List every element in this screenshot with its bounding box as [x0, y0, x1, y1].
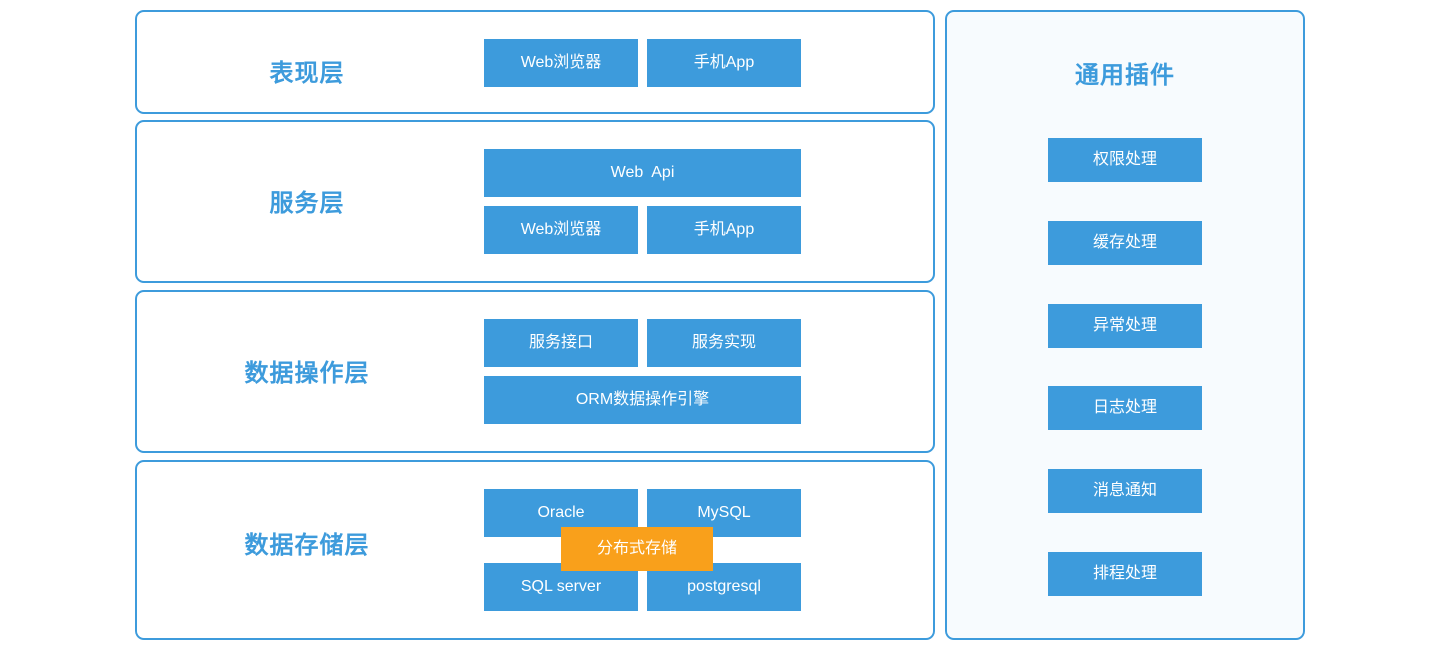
layer-panel-presentation: 表现层 Web浏览器 手机App — [135, 10, 935, 114]
plugin-item-cache[interactable]: 缓存处理 — [1048, 221, 1202, 265]
layer-panel-data-operation: 数据操作层 服务接口 服务实现 ORM数据操作引擎 — [135, 290, 935, 453]
node-service-interface[interactable]: 服务接口 — [484, 319, 638, 367]
node-sql-server[interactable]: SQL server — [484, 563, 638, 611]
layer-title-data-operation: 数据操作层 — [244, 360, 370, 387]
layer-panel-service: 服务层 Web Api Web浏览器 手机App — [135, 120, 935, 283]
node-distributed-storage[interactable]: 分布式存储 — [561, 527, 713, 571]
plugin-item-logging[interactable]: 日志处理 — [1048, 386, 1202, 430]
node-postgresql[interactable]: postgresql — [647, 563, 801, 611]
plugin-item-exception[interactable]: 异常处理 — [1048, 304, 1202, 348]
node-web-browser[interactable]: Web浏览器 — [484, 206, 638, 254]
plugin-item-notification[interactable]: 消息通知 — [1048, 469, 1202, 513]
node-web-api[interactable]: Web Api — [484, 149, 801, 197]
plugin-item-permission[interactable]: 权限处理 — [1048, 138, 1202, 182]
node-web-browser[interactable]: Web浏览器 — [484, 39, 638, 87]
plugin-panel: 通用插件 权限处理 缓存处理 异常处理 日志处理 消息通知 排程处理 — [945, 10, 1305, 640]
node-mobile-app[interactable]: 手机App — [647, 206, 801, 254]
node-orm-engine[interactable]: ORM数据操作引擎 — [484, 376, 801, 424]
layer-title-presentation: 表现层 — [269, 60, 345, 87]
plugin-item-scheduling[interactable]: 排程处理 — [1048, 552, 1202, 596]
layer-title-service: 服务层 — [269, 190, 345, 217]
node-service-implementation[interactable]: 服务实现 — [647, 319, 801, 367]
node-mobile-app[interactable]: 手机App — [647, 39, 801, 87]
plugin-panel-title: 通用插件 — [1075, 62, 1175, 89]
layer-title-data-storage: 数据存储层 — [244, 532, 370, 559]
layer-panel-data-storage: 数据存储层 Oracle MySQL SQL server postgresql… — [135, 460, 935, 640]
